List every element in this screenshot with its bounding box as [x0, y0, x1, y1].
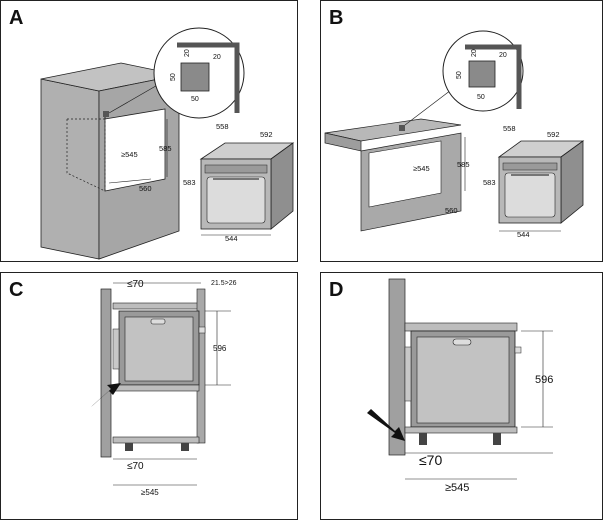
dim-596-c: 596 [213, 344, 227, 353]
plinth-d [404, 426, 518, 434]
dim-592-b: 592 [547, 130, 560, 139]
tall-cabinet-side [40, 78, 100, 260]
dim-583-b: 583 [483, 178, 496, 187]
panel-b-drawing: 20 20 50 50 ≥545 560 585 558 592 583 544 [324, 30, 585, 239]
dim-544: 544 [225, 234, 238, 243]
dim-545: ≥545 [121, 150, 138, 159]
vent-arrow-d [367, 409, 405, 441]
oven-door-b [504, 172, 556, 218]
dim-20-a-b: 20 [471, 49, 478, 57]
dim-560: 560 [139, 184, 152, 193]
dim-50-b-b: 50 [477, 94, 485, 101]
oven-door-c [124, 316, 194, 382]
panel-d-label: D [329, 279, 344, 301]
base-niche [368, 140, 442, 208]
detail-corner [177, 42, 240, 113]
panel-d: 596 ≤70 ≥545 D [320, 272, 603, 520]
dim-gap: 21.5>26 [211, 280, 237, 287]
counter-d [404, 322, 518, 332]
dim-592: 592 [260, 130, 273, 139]
top-shelf [112, 302, 202, 310]
dim-bot-70-d: ≤70 [419, 452, 442, 468]
oven-handle-c [150, 318, 166, 325]
dim-558-b: 558 [503, 124, 516, 133]
dim-585-b: 585 [457, 160, 470, 169]
dim-585: 585 [159, 144, 172, 153]
dim-20-a: 20 [184, 49, 191, 57]
vent-detail-marker [103, 111, 109, 117]
dim-20-b: 20 [213, 54, 221, 61]
detail-vent-square-b [468, 60, 496, 88]
foot-right-d [493, 433, 501, 445]
dim-545-c: ≥545 [141, 488, 159, 497]
panel-c-drawing: ≤70 21.5>26 596 ≤70 ≥545 [91, 279, 237, 497]
dim-596-d: 596 [535, 374, 553, 386]
panel-a-label: A [9, 7, 24, 29]
foot-left-d [419, 433, 427, 445]
dim-545-d: ≥545 [445, 482, 469, 494]
oven-door-d [416, 336, 510, 424]
panel-a-drawing: 20 20 50 50 ≥545 560 585 558 592 583 544 [40, 27, 295, 260]
dim-20-b-b: 20 [499, 52, 507, 59]
oven-shelf [112, 384, 200, 392]
oven-control-strip [204, 164, 268, 174]
panel-c: ≤70 21.5>26 596 ≤70 ≥545 C [0, 272, 298, 520]
oven-door [206, 176, 266, 224]
wall [100, 288, 112, 458]
oven-handle-d [452, 338, 472, 346]
dim-50-a: 50 [170, 73, 177, 81]
dim-560-b: 560 [445, 206, 458, 215]
panel-b: 20 20 50 50 ≥545 560 585 558 592 583 544… [320, 0, 603, 262]
foot-left [125, 443, 133, 451]
dim-545-b: ≥545 [413, 164, 430, 173]
panel-b-label: B [329, 7, 344, 29]
detail-vent-square [180, 62, 210, 92]
vent-detail-marker-b [399, 125, 405, 131]
niche-outline [66, 118, 106, 192]
dim-50-b: 50 [191, 96, 199, 103]
dim-544-b: 544 [517, 230, 530, 239]
dim-558: 558 [216, 122, 229, 131]
dim-583: 583 [183, 178, 196, 187]
panel-c-label: C [9, 279, 24, 301]
floor-board [112, 436, 200, 444]
foot-right [181, 443, 189, 451]
dim-bot-70-c: ≤70 [127, 461, 144, 472]
dim-top-70: ≤70 [127, 279, 144, 290]
panel-a: 20 20 50 50 ≥545 560 585 558 592 583 544… [0, 0, 298, 262]
dim-50-a-b: 50 [456, 71, 463, 79]
vent-arrow [91, 383, 121, 407]
panel-d-drawing: 596 ≤70 ≥545 [367, 278, 553, 494]
